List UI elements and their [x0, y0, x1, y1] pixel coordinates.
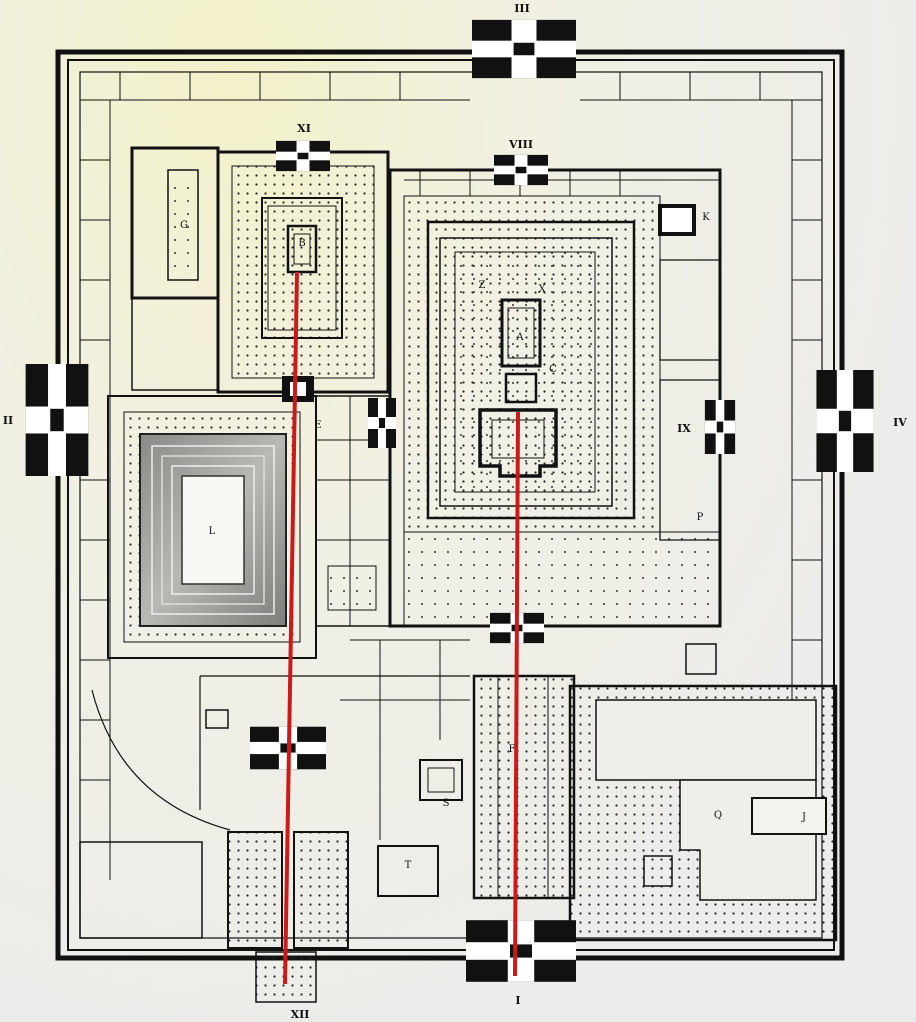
gate-iii-shape [472, 19, 576, 79]
label-b: B [298, 238, 305, 249]
gate-label-i: I [515, 994, 520, 1007]
gate-i-shape [466, 920, 576, 982]
enclosure-a [388, 168, 722, 628]
lower-left-halls [79, 639, 717, 1003]
gate-viii-shape [494, 154, 548, 186]
middle-buildings [315, 395, 391, 627]
axis-lines [283, 271, 520, 985]
label-s: S [443, 798, 450, 809]
label-j: J [801, 812, 806, 823]
label-a: A [515, 332, 524, 343]
label-c: C [549, 364, 557, 375]
label-x: X [538, 284, 546, 295]
letter-labels: A B C E F G J K L P Q S T X Z [180, 212, 806, 871]
gate-xi-shape [276, 140, 330, 172]
gate-label-ix: IX [677, 422, 691, 435]
label-q: Q [714, 810, 722, 821]
enclosure-g [130, 146, 220, 391]
hall-f [472, 674, 576, 900]
gate-iv-shape [816, 370, 874, 472]
gate-ii-shape [25, 364, 89, 476]
gate-label-iii: III [514, 2, 529, 15]
gate-label-viii: VIII [508, 138, 533, 151]
label-z: Z [479, 280, 486, 291]
label-k: K [702, 212, 710, 223]
gate-label-ii: II [3, 414, 13, 427]
tank-l [107, 395, 317, 659]
label-t: T [405, 860, 412, 871]
gate-labels: III I II IV XI VIII IX XII [3, 2, 907, 1021]
outer-wall [55, 49, 845, 961]
gate-label-xi: XI [297, 122, 311, 135]
axis-line-east [513, 411, 520, 977]
gate-label-xii: XII [291, 1008, 310, 1021]
gate-label-iv: IV [893, 416, 907, 429]
enclosure-b [216, 150, 390, 394]
label-f: F [509, 744, 516, 755]
gate-inner-west-shape [368, 398, 396, 448]
gate-ix-shape [704, 400, 736, 454]
label-l: L [209, 526, 216, 537]
axis-line-west [283, 271, 299, 985]
block-q [568, 684, 838, 942]
label-p: P [697, 512, 704, 523]
label-e: E [314, 420, 321, 431]
label-g: G [180, 220, 188, 231]
